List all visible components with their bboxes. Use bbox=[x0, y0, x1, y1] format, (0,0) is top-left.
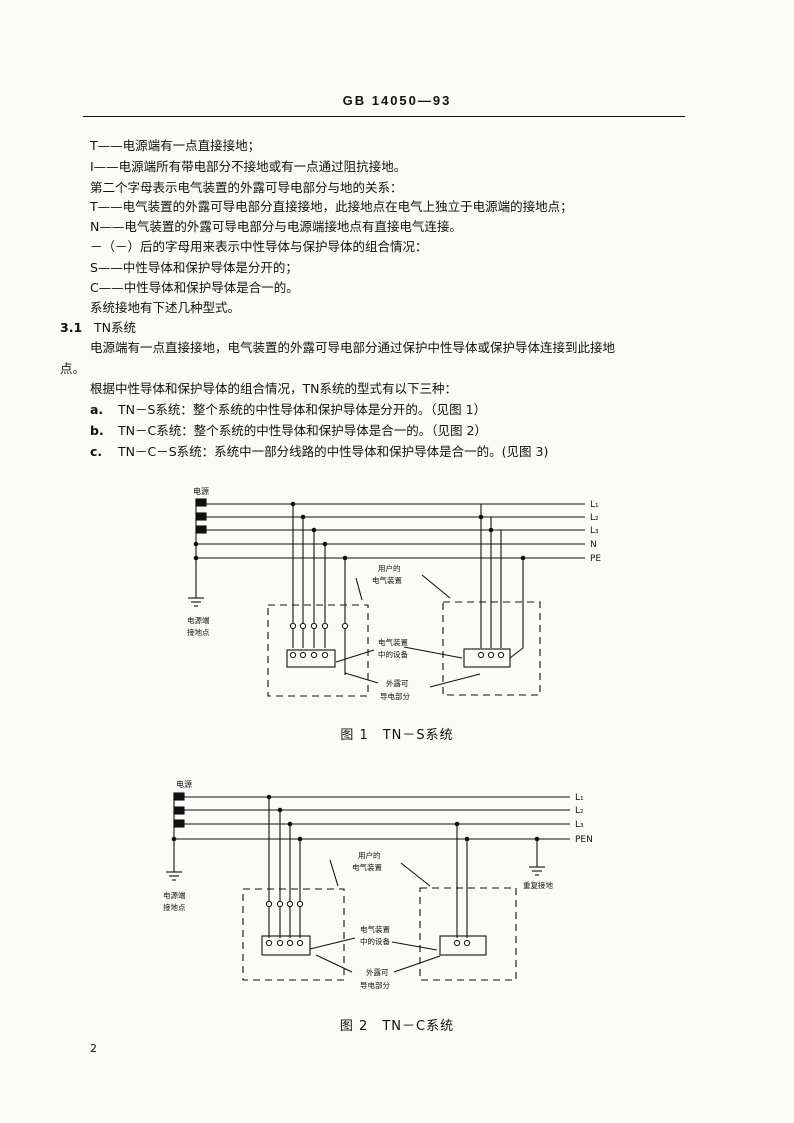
body-line-8: C——中性导体和保护导体是合一的。 bbox=[90, 280, 299, 295]
source-label: 电源 bbox=[176, 779, 192, 789]
equip-label-2: 中的设备 bbox=[360, 936, 390, 946]
body-line-4: T——电气装置的外露可导电部分直接接地，此接地点在电气上独立于电源端的接地点； bbox=[90, 199, 573, 214]
body-line-1: T——电源端有一点直接接地； bbox=[90, 138, 261, 153]
ground-label-2: 接地点 bbox=[187, 627, 210, 637]
exposed-label-1: 外露可 bbox=[386, 678, 409, 688]
line-L2-label: L₂ bbox=[590, 513, 599, 523]
body-line-3: 第二个字母表示电气装置的外露可导电部分与地的关系： bbox=[90, 180, 403, 195]
paragraph-2: 根据中性导体和保护导体的组合情况，TN系统的型式有以下三种： bbox=[90, 381, 457, 396]
line-L1-label: L₁ bbox=[590, 500, 599, 510]
exposed-label-1: 外露可 bbox=[366, 967, 389, 977]
body-line-2: I——电源端所有带电部分不接地或有一点通过阻抗接地。 bbox=[90, 159, 407, 174]
line-L1-label: L₁ bbox=[575, 793, 584, 803]
source-winding-3 bbox=[173, 819, 185, 828]
paragraph-1-cont: 点。 bbox=[60, 361, 86, 376]
paragraph-1: 电源端有一点直接接地，电气装置的外露可导电部分通过保护中性导体或保护导体连接到此… bbox=[90, 340, 616, 355]
section-title: TN系统 bbox=[94, 320, 136, 335]
item-c-text: TN－C－S系统：系统中一部分线路的中性导体和保护导体是合一的。(见图 3) bbox=[118, 444, 549, 459]
document-header: GB 14050—93 bbox=[342, 93, 452, 108]
source-label: 电源 bbox=[193, 486, 209, 496]
body-line-9: 系统接地有下述几种型式。 bbox=[90, 300, 241, 315]
equip-label-1: 电气装置 bbox=[378, 637, 408, 647]
line-L3-label: L₃ bbox=[590, 526, 599, 536]
source-winding-3 bbox=[195, 525, 207, 534]
equip-label-1: 电气装置 bbox=[360, 924, 390, 934]
exposed-label-2: 导电部分 bbox=[360, 980, 390, 990]
body-line-7: S——中性导体和保护导体是分开的； bbox=[90, 260, 298, 275]
line-L3-label: L₃ bbox=[575, 820, 584, 830]
figure-1-caption: 图 1 TN－S系统 bbox=[340, 728, 454, 743]
install-label-1: 用户的 bbox=[378, 563, 401, 573]
line-L2-label: L₂ bbox=[575, 806, 584, 816]
line-PEN-label: PEN bbox=[575, 835, 593, 845]
section-number: 3.1 bbox=[60, 320, 83, 335]
ground-label-1: 电源端 bbox=[163, 890, 186, 900]
body-line-6: －（－）后的字母用来表示中性导体与保护导体的组合情况： bbox=[90, 239, 428, 254]
item-b-label: b. bbox=[90, 423, 104, 438]
install-label-2: 电气装置 bbox=[372, 575, 402, 585]
install-label-2: 电气装置 bbox=[352, 862, 382, 872]
item-c-label: c. bbox=[90, 444, 103, 459]
source-winding-2 bbox=[195, 512, 207, 521]
equip-label-2: 中的设备 bbox=[378, 649, 408, 659]
figure-2-diagram: 电源 L₁ L₂ L₃ PEN 电源端 接地点 用户的 电气装置 电气装置 中的… bbox=[163, 779, 593, 990]
header-rule bbox=[83, 116, 685, 117]
item-a-text: TN－S系统：整个系统的中性导体和保护导体是分开的。（见图 1） bbox=[118, 402, 487, 417]
ground-label-1: 电源端 bbox=[187, 615, 210, 625]
install-label-1: 用户的 bbox=[358, 850, 381, 860]
figure-1-diagram: 电源 L₁ L₂ L₃ N PE 电源端 接地点 用户的 电气装置 电气装置 中… bbox=[187, 486, 601, 701]
exposed-label-2: 导电部分 bbox=[380, 691, 410, 701]
item-b-text: TN－C系统：整个系统的中性导体和保护导体是合一的。（见图 2） bbox=[118, 423, 487, 438]
figure-2-caption: 图 2 TN－C系统 bbox=[339, 1019, 455, 1034]
page-number: 2 bbox=[90, 1042, 97, 1055]
line-N-label: N bbox=[590, 540, 597, 550]
repeat-ground-label: 重复接地 bbox=[523, 880, 553, 890]
body-line-5: N——电气装置的外露可导电部分与电源端接地点有直接电气连接。 bbox=[90, 219, 462, 234]
source-winding-2 bbox=[173, 806, 185, 815]
source-winding-1 bbox=[195, 498, 207, 507]
ground-label-2: 接地点 bbox=[163, 902, 186, 912]
source-winding-1 bbox=[173, 792, 185, 801]
item-a-label: a. bbox=[90, 402, 104, 417]
line-PE-label: PE bbox=[590, 554, 601, 564]
